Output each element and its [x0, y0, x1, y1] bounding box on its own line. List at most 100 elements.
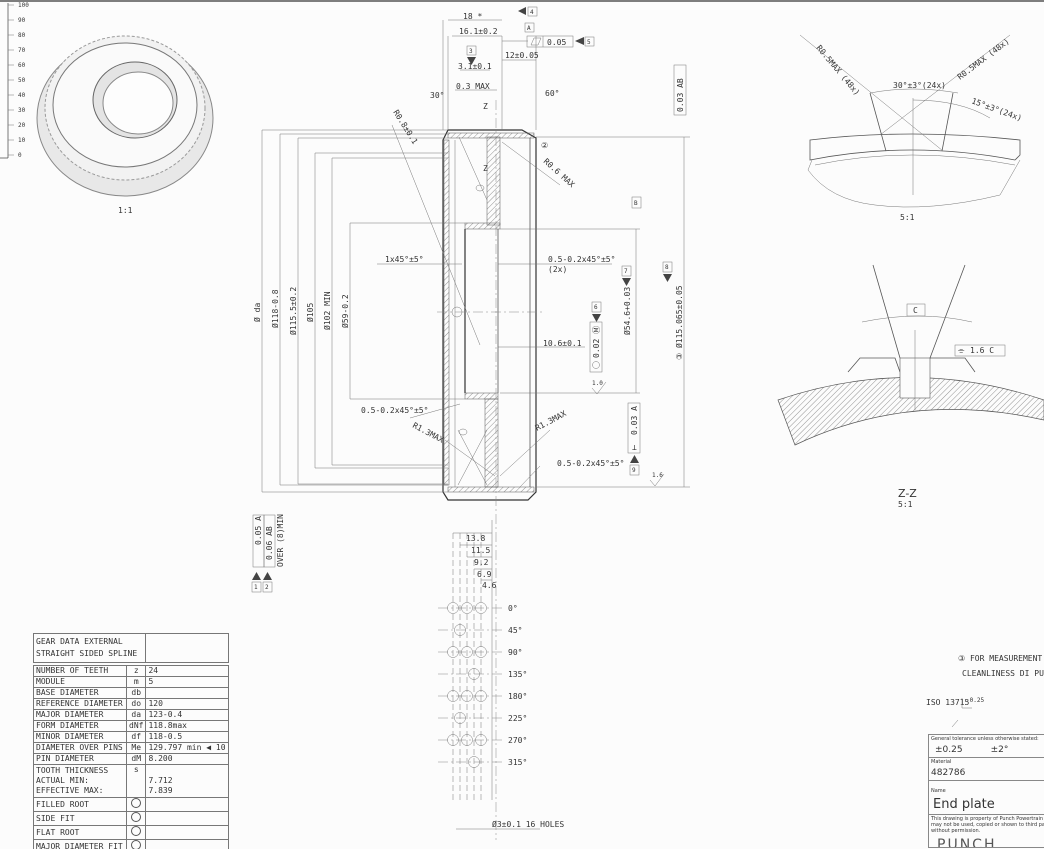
runout-value: 0.03 AB [676, 78, 685, 112]
fit-checkbox[interactable] [131, 798, 142, 808]
circularity-icon [592, 361, 600, 369]
row-label: MINOR DIAMETER [33, 731, 127, 743]
datum-c: C [913, 306, 918, 315]
section-view: 18 * 16.1±0.2 3.1±0.1 0.3 MAX 12±0.05 30… [251, 6, 690, 840]
hole-pattern: 13.8 11.5 9.2 6.9 4.6 0° 45° 90° 135° 18… [438, 520, 564, 830]
angle-30: 30° [430, 91, 444, 100]
ruler-tick: 10 [18, 137, 26, 144]
symmetry-icon: ⌯ [958, 346, 965, 355]
tolerance-linear: ±0.25 [935, 745, 963, 755]
detail-tooth-scale: 5:1 [900, 213, 915, 222]
dim-width-18: 18 * [463, 12, 482, 21]
angle-label: 45° [508, 626, 522, 635]
table-row: MAJOR DIAMETER FIT [33, 839, 229, 849]
row-label: TOOTH THICKNESS [36, 766, 109, 775]
row-label: FLAT ROOT [33, 825, 127, 840]
isometric-gear-view: 1:1 [36, 35, 214, 215]
fcf-bottom-2 [263, 514, 276, 568]
roughness-icon [591, 381, 607, 395]
note-circle-2: ② [541, 141, 548, 150]
table-row: FILLED ROOT [33, 797, 229, 812]
flatness-value: 0.05 [547, 38, 566, 47]
row-symbol: dM [125, 753, 147, 765]
flag-3: 3 [469, 48, 473, 55]
row-label: BASE DIAMETER [33, 687, 127, 699]
fit-checkbox[interactable] [131, 840, 142, 849]
over-pin-note: OVER (8)MIN [276, 514, 285, 567]
dim-dia-59: Ø59-0.2 [340, 294, 350, 328]
ruler-tick: 70 [18, 47, 26, 54]
iso-view-scale: 1:1 [118, 206, 133, 215]
row-label: FILLED ROOT [33, 797, 127, 812]
row-label: MAJOR DIAMETER FIT [33, 839, 127, 849]
iso-edge-value: -0.25 [966, 697, 984, 704]
roundness-value: 0.02 Ⓜ [592, 326, 601, 358]
roundness-frame [589, 321, 603, 373]
flatness-frame [526, 35, 574, 48]
fcf-bottom-2-value: 0.06 AB [265, 526, 274, 560]
row-value: 7.712 [148, 776, 173, 785]
row-label: PIN DIAMETER [33, 753, 127, 765]
angle-60: 60° [545, 89, 559, 98]
note-measurement: ③ FOR MEASUREMENT DET [958, 654, 1044, 663]
chamfer-0-5-bottom: 0.5-0.2x45°±5° [557, 459, 624, 468]
symmetry-value: 1.6 C [970, 346, 994, 355]
flag-8: 8 [665, 264, 669, 271]
hole-circle [447, 602, 459, 614]
row-symbol: dNf [125, 720, 147, 732]
datum-b: B [634, 200, 638, 207]
hole-circle [461, 602, 473, 614]
flag-6: 6 [594, 304, 598, 311]
row-value: 7.839 [148, 786, 173, 795]
material-label: Material [931, 759, 952, 765]
table-row: FLAT ROOT [33, 825, 229, 840]
row-label: DIAMETER OVER PINS [33, 742, 127, 754]
radius-r1-3-right: R1.3MAX [534, 409, 568, 433]
dim-dia-115-065: ③ Ø115.065±0.05 [674, 285, 684, 360]
tolerance-label: General tolerance unless otherwise state… [931, 736, 1039, 742]
row-value: 8.200 [145, 753, 229, 765]
datum-c-frame [906, 303, 926, 317]
ruler-tick: 0 [18, 152, 22, 159]
offset-6-9: 6.9 [477, 570, 492, 579]
dim-0-3-max: 0.3 MAX [456, 82, 490, 91]
fcf-bottom-1-value: 0.05 A [254, 516, 263, 545]
company-logo-text: PUNCH POWERTRAIN [937, 837, 997, 847]
row-symbol: da [125, 709, 147, 721]
radius-r0-5-right: R0.5MAX (48x) [956, 37, 1011, 82]
perpendicularity-icon: ⊥ [632, 443, 637, 452]
table-row: SIDE FIT [33, 811, 229, 826]
edge-symbol-icon [951, 698, 972, 728]
row-symbol: df [125, 731, 147, 743]
flag-7: 7 [624, 268, 628, 275]
angle-30-deg: 30°±3°(24x) [893, 81, 946, 90]
roughness-1-6: 1.6 [652, 472, 663, 479]
scale-ruler: 100 90 80 70 60 50 40 30 20 10 0 [0, 2, 29, 159]
radius-r1-3-left: R1.3MAX [411, 421, 445, 445]
perpendicularity-frame [627, 402, 641, 454]
fit-checkbox[interactable] [131, 812, 142, 822]
chamfer-0-5-left: 0.5-0.2x45°±5° [361, 406, 428, 415]
angle-15-deg: 15°±3°(24x) [970, 96, 1023, 123]
perpendicularity-value: 0.03 A [630, 406, 639, 435]
ruler-tick: 50 [18, 77, 26, 84]
row-label: SIDE FIT [33, 811, 127, 826]
title-block: General tolerance unless otherwise state… [928, 734, 1044, 848]
row-value: 118.8max [145, 720, 229, 732]
dim-dia-102-min: Ø102 MIN [322, 291, 332, 330]
ruler-tick: 40 [18, 92, 26, 99]
ownership-disclaimer: This drawing is property of Punch Powert… [931, 816, 1044, 834]
section-zz-title: Z-Z [898, 487, 917, 500]
name-label: Name [931, 788, 946, 794]
dim-dia-da: Ø da [252, 303, 262, 322]
material-value: 482786 [931, 768, 966, 778]
flag-9: 9 [632, 467, 636, 474]
fit-checkbox[interactable] [131, 826, 142, 836]
hole-note: Ø3±0.1 16 HOLES [492, 819, 564, 829]
row-value: 24 [145, 665, 229, 677]
